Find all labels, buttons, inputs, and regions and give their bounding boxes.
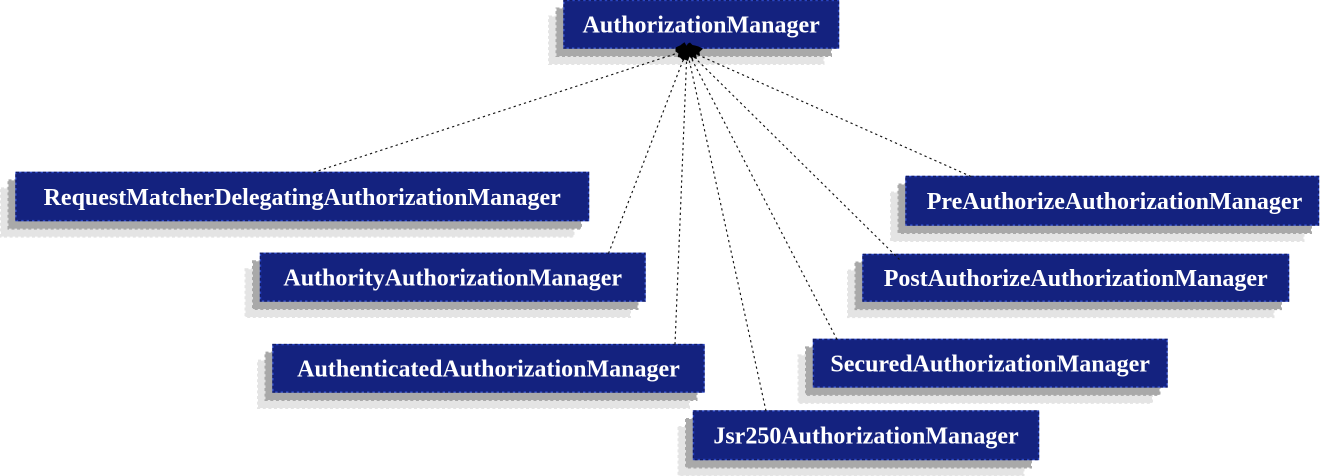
svg-text:SecuredAuthorizationManager: SecuredAuthorizationManager bbox=[830, 352, 1150, 378]
svg-text:Jsr250AuthorizationManager: Jsr250AuthorizationManager bbox=[713, 424, 1019, 450]
svg-text:RequestMatcherDelegatingAuthor: RequestMatcherDelegatingAuthorizationMan… bbox=[44, 185, 562, 211]
svg-text:AuthorityAuthorizationManager: AuthorityAuthorizationManager bbox=[283, 266, 622, 292]
svg-text:AuthenticatedAuthorizationMana: AuthenticatedAuthorizationManager bbox=[297, 357, 680, 383]
svg-text:PostAuthorizeAuthorizationMana: PostAuthorizeAuthorizationManager bbox=[884, 266, 1268, 292]
svg-text:PreAuthorizeAuthorizationManag: PreAuthorizeAuthorizationManager bbox=[927, 189, 1303, 215]
svg-text:AuthorizationManager: AuthorizationManager bbox=[583, 13, 821, 39]
